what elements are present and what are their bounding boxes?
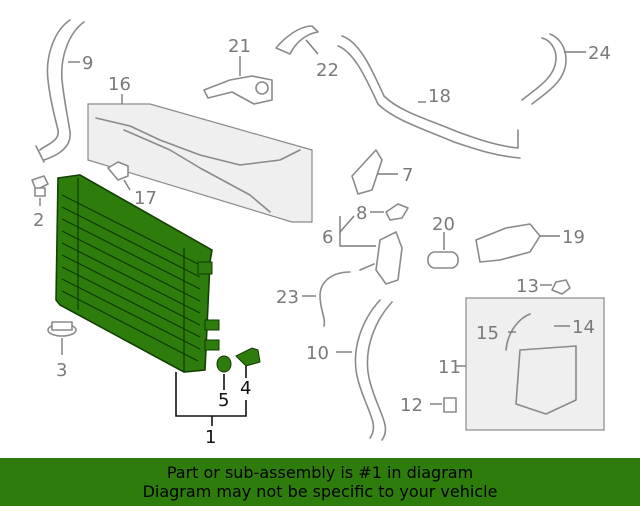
banner-line-2: Diagram may not be specific to your vehi… <box>142 482 498 501</box>
callout-18: 18 <box>428 86 451 107</box>
part-10-hose <box>354 299 393 441</box>
callout-2: 2 <box>33 210 44 231</box>
part-21-outlet <box>203 75 273 105</box>
part-1-radiator <box>55 174 220 373</box>
part-6-housing <box>359 231 403 285</box>
callout-21: 21 <box>228 36 251 57</box>
callout-7: 7 <box>402 165 413 186</box>
callout-19: 19 <box>562 227 585 248</box>
callout-5: 5 <box>218 390 229 411</box>
callout-22: 22 <box>316 60 339 81</box>
parts-diagram: 9 2 3 <box>31 19 611 448</box>
callout-20: 20 <box>432 214 455 235</box>
callout-17: 17 <box>134 188 157 209</box>
callout-11: 11 <box>438 357 461 378</box>
part-19-inlet <box>475 223 541 263</box>
info-banner: Part or sub-assembly is #1 in diagram Di… <box>0 458 640 506</box>
callout-10: 10 <box>306 343 329 364</box>
callout-4: 4 <box>240 378 251 399</box>
part-11-reservoir-box <box>465 297 605 431</box>
part-16-box <box>87 103 313 223</box>
callout-24: 24 <box>588 43 611 64</box>
callout-14: 14 <box>572 317 595 338</box>
callout-9: 9 <box>82 53 93 74</box>
part-17-fitting <box>107 161 129 181</box>
part-2-bushing <box>31 175 49 197</box>
part-4-sensor <box>235 347 261 367</box>
callout-6: 6 <box>322 227 333 248</box>
banner-line-1: Part or sub-assembly is #1 in diagram <box>166 463 474 482</box>
callout-1: 1 <box>205 427 216 448</box>
callout-12: 12 <box>400 395 423 416</box>
callout-16: 16 <box>108 74 131 95</box>
callout-8: 8 <box>356 203 367 224</box>
callout-13: 13 <box>516 276 539 297</box>
callout-15: 15 <box>476 323 499 344</box>
part-22-hose <box>275 25 319 55</box>
part-20-thermostat <box>427 251 459 269</box>
callout-23: 23 <box>276 287 299 308</box>
callout-3: 3 <box>56 360 67 381</box>
part-7-bracket <box>351 149 383 195</box>
part-9-hose <box>35 19 85 163</box>
part-23-hose <box>319 271 351 327</box>
part-8-cap <box>385 203 409 221</box>
part-3-cushion <box>47 321 77 337</box>
part-5-drain-plug <box>216 355 232 373</box>
part-12-bolt <box>443 397 457 413</box>
part-13-nut <box>551 279 571 295</box>
part-18-pipe <box>337 35 521 159</box>
part-24-hose <box>521 33 567 105</box>
